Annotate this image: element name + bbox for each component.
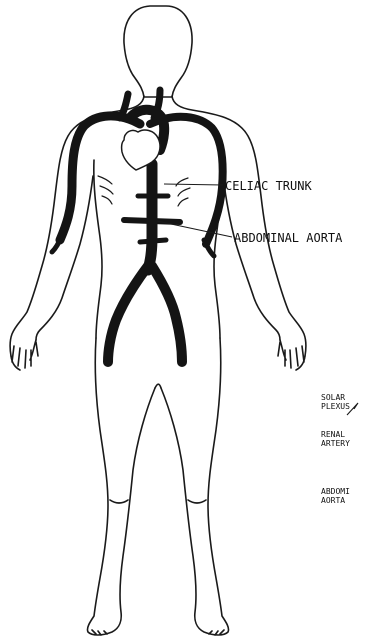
inset-labels: SOLAR PLEXUS RENAL ARTERY ABDOMI AORTA (321, 393, 350, 505)
knee-left (110, 500, 128, 503)
inset-abdominal-label-2: AORTA (321, 496, 345, 505)
ribs-right (176, 178, 190, 206)
head-outline (124, 6, 192, 97)
inset-abdominal-label-1: ABDOMI (321, 487, 350, 496)
iliac-right (152, 266, 182, 362)
inset-solar-label-1: SOLAR (321, 393, 345, 402)
leader-lines (157, 184, 358, 415)
abdominal-aorta-label: ABDOMINAL AORTA (234, 231, 343, 245)
celiac-trunk-leader (164, 184, 223, 185)
celiac-trunk-label: CELIAC TRUNK (225, 179, 312, 193)
rib-marks (98, 176, 190, 206)
renal-branches (124, 220, 180, 222)
inset-solar-label-2: PLEXUS (321, 402, 350, 411)
ribs-left (98, 176, 113, 204)
inset-renal-label-2: ARTERY (321, 439, 350, 448)
torso-outline (10, 96, 306, 356)
hand-left (11, 340, 38, 370)
abdominal-aorta-leader (157, 221, 232, 237)
mesenteric-branch (140, 240, 166, 242)
crotch (155, 384, 161, 388)
hand-right (278, 340, 305, 370)
inset-renal-label-1: RENAL (321, 430, 345, 439)
leg-right (161, 338, 229, 635)
leg-left (87, 338, 155, 635)
iliac-left (108, 266, 148, 362)
descending-aorta (148, 164, 152, 270)
knee-right (188, 500, 206, 503)
